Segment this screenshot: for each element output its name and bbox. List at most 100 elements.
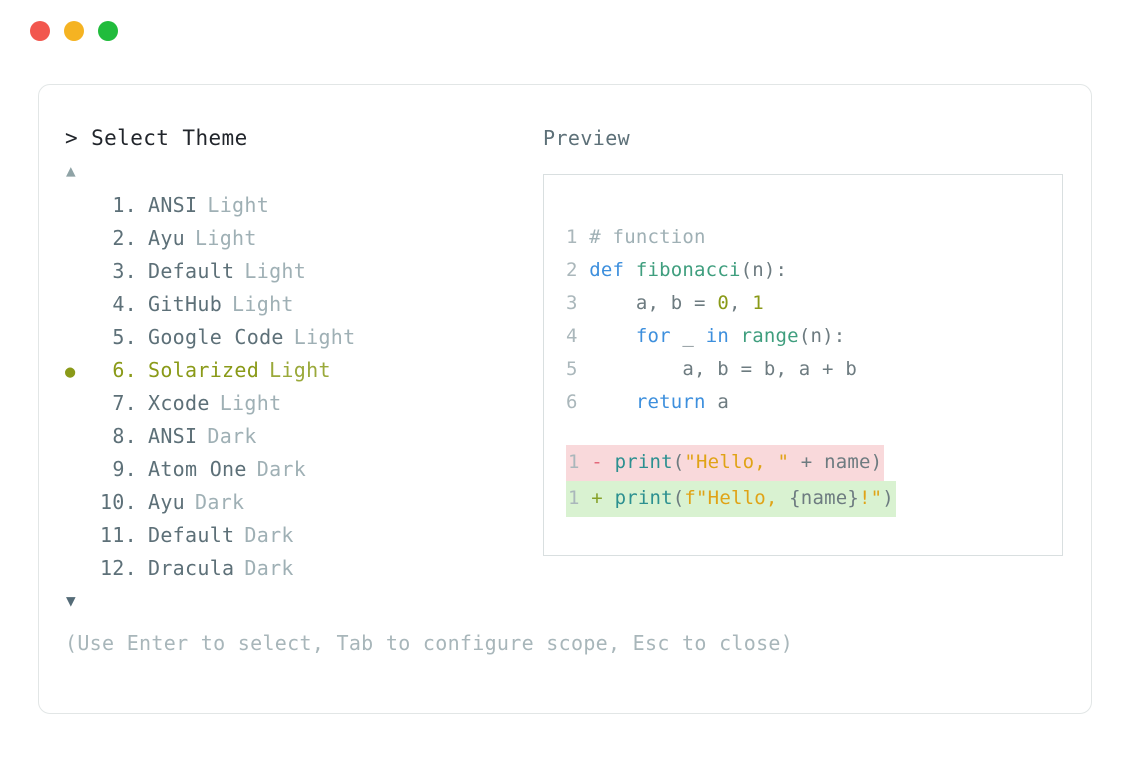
theme-list-item[interactable]: 12. Dracula Dark [65,552,535,585]
diff-marker: - [591,451,615,473]
theme-item-variant: Dark [244,556,294,580]
theme-list-item[interactable]: 3. Default Light [65,255,535,288]
code-line: 4 for _ in range(n): [566,320,1062,353]
window-controls [30,21,118,41]
code-token: fibonacci [635,259,741,281]
code-token: print [614,487,673,509]
code-line-number: 3 [566,292,590,314]
diff-marker: + [591,487,615,509]
code-line-number: 4 [566,325,590,347]
theme-list-item[interactable]: 5. Google Code Light [65,321,535,354]
theme-item-variant: Dark [244,523,294,547]
preview-label: Preview [543,126,631,150]
theme-item-variant: Light [232,292,294,316]
close-window-button[interactable] [30,21,50,41]
diff-line-added: 1 + print(f"Hello, {name}!") [566,481,1062,517]
code-token: ( [672,487,685,509]
code-token: print [614,451,673,473]
theme-item-name: Ayu [148,490,186,514]
diff-line-highlight: 1 + print(f"Hello, {name}!") [566,481,896,517]
theme-item-name: ANSI [148,193,198,217]
theme-item-name: Atom One [148,457,247,481]
code-token: return [635,391,706,413]
code-line-number: 2 [566,259,590,281]
theme-item-number: 1. [112,193,137,217]
code-token: "Hello, " [684,451,790,473]
keyboard-hint: (Use Enter to select, Tab to configure s… [65,631,794,655]
diff-line-removed: 1 - print("Hello, " + name) [566,445,1062,481]
theme-item-name: ANSI [148,424,198,448]
theme-list-item[interactable]: 7. Xcode Light [65,387,535,420]
theme-item-name: Default [148,259,235,283]
code-line: 5 a, b = b, a + b [566,353,1062,386]
window-titlebar [0,0,1129,62]
code-line-number: 6 [566,391,590,413]
theme-item-name: GitHub [148,292,223,316]
theme-item-variant: Dark [195,490,245,514]
theme-item-number: 12. [99,556,137,580]
theme-item-name: Google Code [148,325,284,349]
theme-item-number: 8. [112,424,137,448]
code-token: a [705,391,729,413]
code-token: # function [589,226,706,248]
code-token: def [589,259,636,281]
code-token: ( [672,451,685,473]
code-token: {name} [789,487,860,509]
code-lines: 1 # function 2 def fibonacci(n): 3 a, b = … [566,221,1062,419]
scroll-down-icon[interactable]: ▼ [66,591,77,610]
code-line: 1 # function [566,221,1062,254]
theme-item-name: Dracula [148,556,235,580]
selected-bullet-icon: ● [65,362,76,382]
code-line-number: 1 [566,226,590,248]
code-token: , [728,292,753,314]
code-token [729,325,741,347]
theme-list-item[interactable]: 11. Default Dark [65,519,535,552]
theme-item-name: Default [148,523,235,547]
theme-item-number: 3. [112,259,137,283]
theme-item-variant: Light [195,226,257,250]
code-token: (n): [740,259,788,281]
theme-item-variant: Dark [256,457,307,481]
code-token [589,391,636,413]
diff-line-number: 1 [568,487,592,509]
code-token: range [740,325,799,347]
code-token: a, b = b, a + b [589,358,857,380]
scroll-up-icon[interactable]: ▲ [66,161,77,180]
code-token: + name) [789,451,883,473]
code-token: a, b = [589,292,718,314]
theme-item-number: 2. [112,226,137,250]
theme-item-variant: Light [219,391,282,415]
diff-line-highlight: 1 - print("Hello, " + name) [566,445,885,481]
code-preview-box: 1 # function 2 def fibonacci(n): 3 a, b = … [543,174,1063,556]
code-token: !" [859,487,883,509]
theme-item-variant: Light [293,325,356,349]
theme-item-number: 7. [112,391,137,415]
minimize-window-button[interactable] [64,21,84,41]
theme-item-name: Xcode [148,391,210,415]
theme-item-name: Solarized [148,358,260,382]
theme-item-variant: Light [269,358,331,382]
code-token: 0 [717,292,729,314]
prompt-symbol: > [65,126,79,150]
code-line-number: 5 [566,358,590,380]
theme-item-variant: Light [244,259,307,283]
diff-line-number: 1 [568,451,592,473]
theme-item-number: 5. [112,325,137,349]
maximize-window-button[interactable] [98,21,118,41]
code-token: _ [670,325,706,347]
code-token [589,325,636,347]
theme-item-number: 11. [99,523,137,547]
code-line: 3 a, b = 0, 1 [566,287,1062,320]
code-line: 6 return a [566,386,1062,419]
theme-list-item[interactable]: 1. ANSI Light [65,189,535,222]
theme-item-variant: Light [207,193,270,217]
